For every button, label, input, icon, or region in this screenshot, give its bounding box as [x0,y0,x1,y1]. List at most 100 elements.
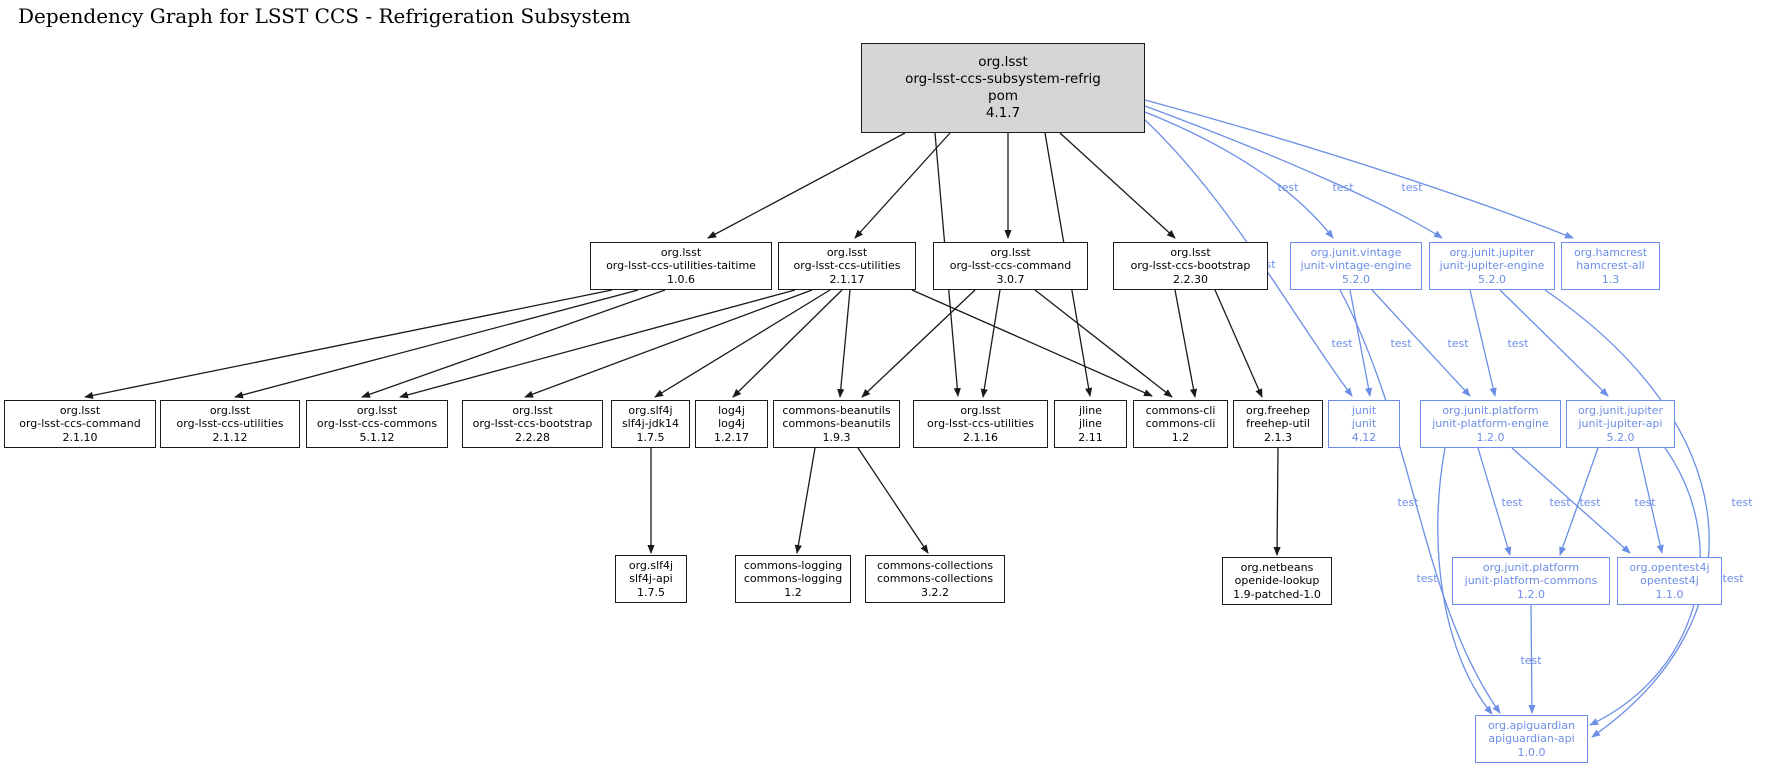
node-label-line: org-lsst-ccs-utilities [927,417,1034,431]
node-label-line: org-lsst-ccs-bootstrap [1130,259,1251,273]
node-label-line: commons-beanutils [782,417,891,431]
edge-platform-engine-to-platform-commons [1477,447,1512,556]
node-label-line: 4.1.7 [985,105,1021,121]
node-label-line: org.netbeans [1240,560,1314,574]
node-label-line: 1.7.5 [637,585,665,599]
node-label-line: commons-collections [876,572,994,586]
edge-commons-beanutils-to-commons-collections [857,447,929,554]
node-label-line: junit [1351,403,1377,417]
edge-platform-engine-to-opentest4j [1511,447,1631,554]
edge-jupiter-engine-to-platform-engine [1469,289,1497,397]
node-label-line: org-lsst-ccs-bootstrap [472,417,593,431]
edge-subsystem-refrig-to-utilities-2117 [854,132,951,239]
node-label-line: org-lsst-ccs-utilities-taitime [606,259,756,273]
edge-jupiter-engine-to-jupiter-api [1499,289,1609,397]
node-label-line: log4j [718,417,745,431]
node-label-line: org.lsst [826,245,868,259]
node-label-line: org.junit.jupiter [1449,245,1535,259]
node-label-line: org.junit.jupiter [1577,403,1664,417]
node-label-line: org-lsst-ccs-command [19,417,141,431]
node-label-line: org.lsst [209,403,251,417]
node-label-line: slf4j-api [629,572,673,586]
edge-command-307-to-commons-beanutils [861,289,976,398]
node-label-line: org.lsst [59,403,101,417]
node-label-line: 3.2.2 [921,585,949,599]
node-label-line: commons-beanutils [782,403,891,417]
node-label-line: 5.2.0 [1478,272,1506,286]
node-label-line: org.apiguardian [1487,718,1576,732]
node-label-line: org-lsst-ccs-command [949,259,1072,273]
edge-subsystem-refrig-to-utilities-taitime [707,132,906,239]
node-label-line: 2.2.30 [1173,272,1208,286]
node-label-line: 5.2.0 [1342,272,1370,286]
node-label-line: log4j [718,403,745,417]
edge-label-jupiter-api-to-platform-commons: test [1579,496,1601,509]
node-label-line: commons-collections [876,558,994,572]
node-label-line: jline [1079,417,1102,431]
node-label-line: 1.2.17 [714,430,749,444]
node-label-line: org-lsst-ccs-utilities [793,259,901,273]
node-label-line: 2.11 [1078,430,1103,444]
edge-vintage-engine-to-junit [1349,289,1373,397]
node-label-line: org.opentest4j [1629,560,1710,574]
edge-label-vintage-engine-to-junit: test [1331,337,1353,350]
edge-jupiter-api-to-opentest4j [1637,447,1664,554]
edge-vintage-engine-to-platform-engine [1371,289,1471,397]
node-label-line: org.lsst [512,403,553,417]
edge-label-platform-engine-to-opentest4j: test [1549,496,1571,509]
node-label-line: slf4j-jdk14 [621,417,680,431]
node-label-line: org-lsst-ccs-commons [316,417,438,431]
node-label-line: freehep-util [1246,417,1310,431]
edge-label-subsystem-refrig-to-jupiter-engine: test [1332,181,1354,194]
edge-label-platform-engine-to-apiguardian-api: test [1416,572,1438,585]
node-label-line: junit-jupiter-api [1578,417,1663,431]
edge-utilities-2117-to-commons-5112 [399,289,796,399]
node-label-line: 2.1.12 [212,430,248,444]
node-label-line: 1.1.0 [1655,587,1684,601]
edge-label-jupiter-engine-to-jupiter-api: test [1507,337,1529,350]
node-label-line: 1.2 [1171,430,1190,444]
edge-utilities-2117-to-commons-beanutils [837,289,851,398]
edge-utilities-taitime-to-utilities-2112 [234,289,639,399]
node-label-line: org.junit.vintage [1310,245,1402,259]
graph-title: Dependency Graph for LSST CCS - Refriger… [18,4,631,28]
edge-label-jupiter-engine-to-platform-engine: test [1447,337,1469,350]
node-label-line: pom [988,88,1018,104]
node-label-line: 1.2.0 [1517,587,1545,601]
node-label-line: 1.0.0 [1517,745,1546,759]
node-label-line: 2.1.3 [1264,430,1292,444]
node-label-line: 5.2.0 [1606,430,1635,444]
node-label-line: 1.9-patched-1.0 [1233,587,1321,601]
edge-bootstrap-2230-to-freehep-util [1214,289,1263,398]
node-label-line: commons-logging [743,558,843,572]
edge-commons-beanutils-to-commons-logging [794,447,816,554]
node-label-line: org.lsst [660,245,702,259]
edge-jupiter-api-to-platform-commons [1559,447,1599,556]
edge-label-subsystem-refrig-to-vintage-engine: test [1277,181,1299,194]
node-label-line: org.hamcrest [1573,245,1648,259]
edge-label-subsystem-refrig-to-hamcrest-all: test [1401,181,1423,194]
node-label-line: junit-vintage-engine [1300,259,1412,273]
edge-vintage-engine-to-apiguardian-api [1339,289,1501,714]
node-label-line: 2.1.17 [829,272,865,286]
node-label-line: 1.7.5 [636,430,665,444]
node-label-line: 2.1.16 [963,430,998,444]
edge-platform-commons-to-apiguardian-api [1528,604,1536,714]
